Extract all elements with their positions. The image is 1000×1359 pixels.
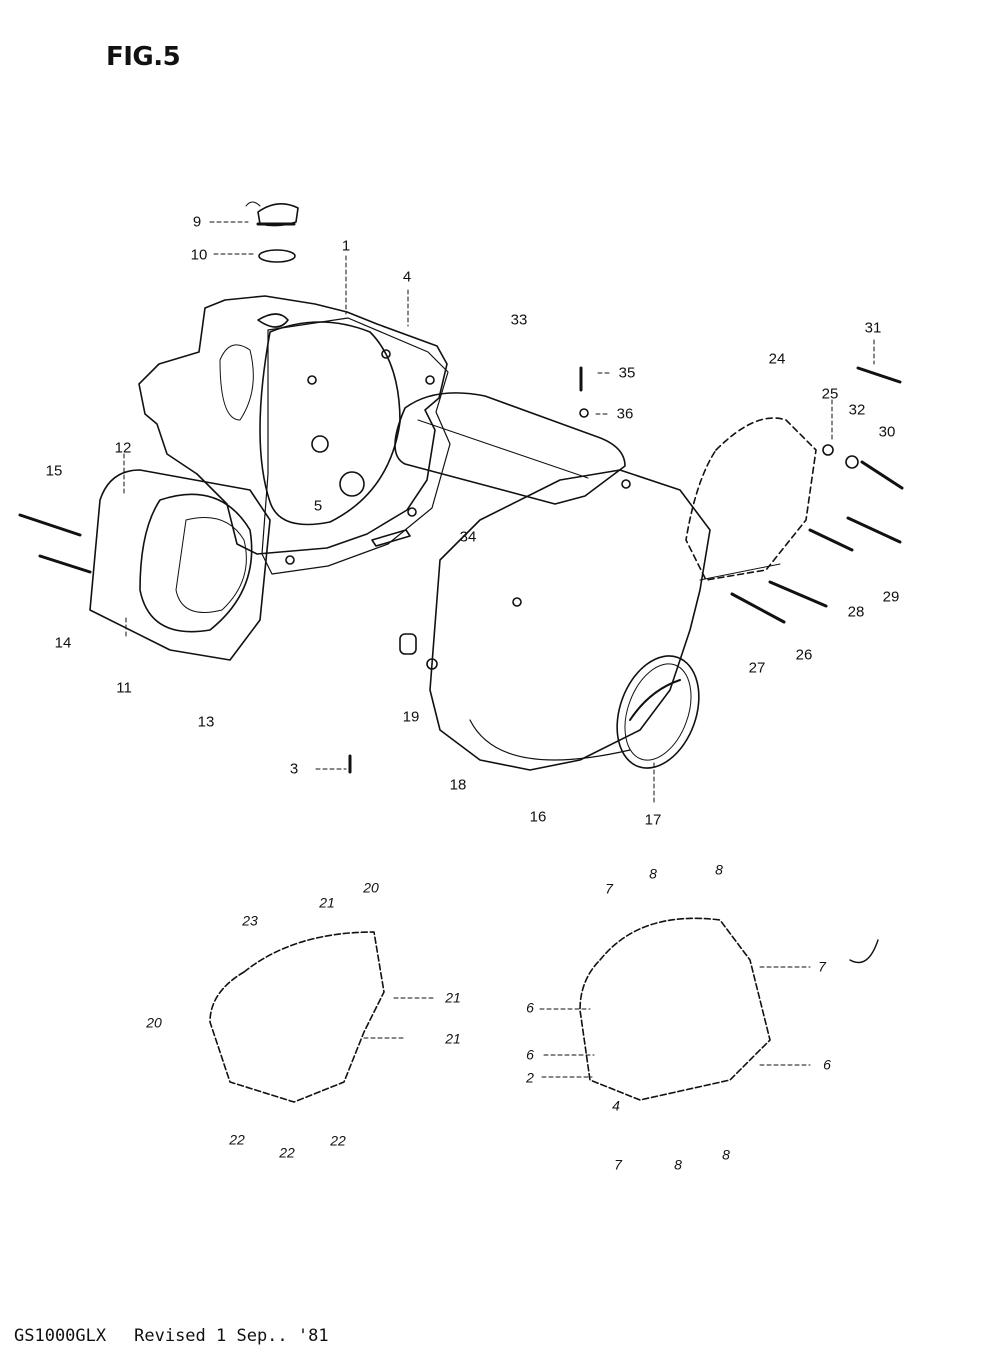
callout-36: 36 (616, 405, 634, 423)
callout-8: 8 (722, 1146, 730, 1163)
callout-34: 34 (459, 528, 477, 546)
washer (579, 408, 589, 418)
callout-16: 16 (529, 808, 547, 826)
model-code: GS1000GLX (14, 1326, 107, 1346)
callout-1: 1 (341, 237, 351, 255)
callout-12: 12 (114, 439, 132, 457)
signal-generator-cover (685, 417, 817, 581)
generator-cover (426, 469, 711, 771)
callout-22: 22 (330, 1132, 346, 1149)
callout-17: 17 (644, 811, 662, 829)
callout-5: 5 (313, 497, 323, 515)
callout-6: 6 (823, 1056, 831, 1073)
callout-22: 22 (279, 1144, 295, 1161)
callout-4: 4 (612, 1097, 620, 1114)
gasket-right (579, 917, 771, 1101)
callout-18: 18 (449, 776, 467, 794)
callout-30: 30 (878, 423, 896, 441)
dowel-pin (399, 633, 417, 655)
clutch-cover (89, 469, 271, 661)
callout-13: 13 (197, 713, 215, 731)
callout-6: 6 (526, 1046, 534, 1063)
washer (845, 455, 859, 469)
callout-14: 14 (54, 634, 72, 652)
callout-24: 24 (768, 350, 786, 368)
bolt (860, 460, 904, 490)
callout-10: 10 (190, 246, 208, 264)
cover-gasket (261, 317, 451, 575)
callout-4: 4 (402, 268, 412, 286)
callout-21: 21 (319, 894, 335, 911)
o-ring (258, 249, 296, 263)
washer (822, 444, 834, 456)
callout-19: 19 (402, 708, 420, 726)
callout-9: 9 (192, 213, 202, 231)
leader-lines (123, 221, 875, 1078)
callout-7: 7 (605, 880, 613, 897)
callout-8: 8 (674, 1156, 682, 1173)
callout-7: 7 (614, 1156, 622, 1173)
callout-6: 6 (526, 999, 534, 1016)
callout-25: 25 (821, 385, 839, 403)
bolts (18, 366, 904, 774)
left-crankcase-cover (138, 295, 448, 565)
bolt (808, 528, 854, 552)
callout-21: 21 (445, 989, 461, 1006)
revision-date: Revised 1 Sep.. '81 (134, 1326, 329, 1346)
callout-8: 8 (715, 861, 723, 878)
callout-15: 15 (45, 462, 63, 480)
callout-8: 8 (649, 865, 657, 882)
callout-21: 21 (445, 1030, 461, 1047)
oil-filler-cap (245, 201, 299, 227)
callout-23: 23 (242, 912, 258, 929)
callout-2: 2 (526, 1069, 534, 1086)
footer: GS1000GLX Revised 1 Sep.. '81 (14, 1326, 357, 1346)
callout-7: 7 (818, 958, 826, 975)
callout-3: 3 (289, 760, 299, 778)
suzuki-emblem (616, 655, 700, 769)
callout-20: 20 (363, 879, 379, 896)
callout-28: 28 (847, 603, 865, 621)
callout-26: 26 (795, 646, 813, 664)
figure-title: FIG.5 (106, 42, 181, 72)
callout-27: 27 (748, 659, 766, 677)
bolt (730, 592, 786, 624)
bolt (846, 516, 902, 544)
callout-22: 22 (229, 1131, 245, 1148)
bolt (18, 513, 82, 537)
bolt (856, 366, 902, 384)
callout-32: 32 (848, 401, 866, 419)
gasket-left (209, 931, 385, 1103)
bolt (38, 554, 92, 574)
callout-11: 11 (116, 679, 132, 697)
callout-33: 33 (510, 311, 528, 329)
bolt (768, 580, 828, 608)
breather-cover (394, 392, 626, 505)
callout-29: 29 (882, 588, 900, 606)
callout-35: 35 (618, 364, 636, 382)
callout-20: 20 (146, 1014, 162, 1031)
callout-31: 31 (864, 319, 882, 337)
